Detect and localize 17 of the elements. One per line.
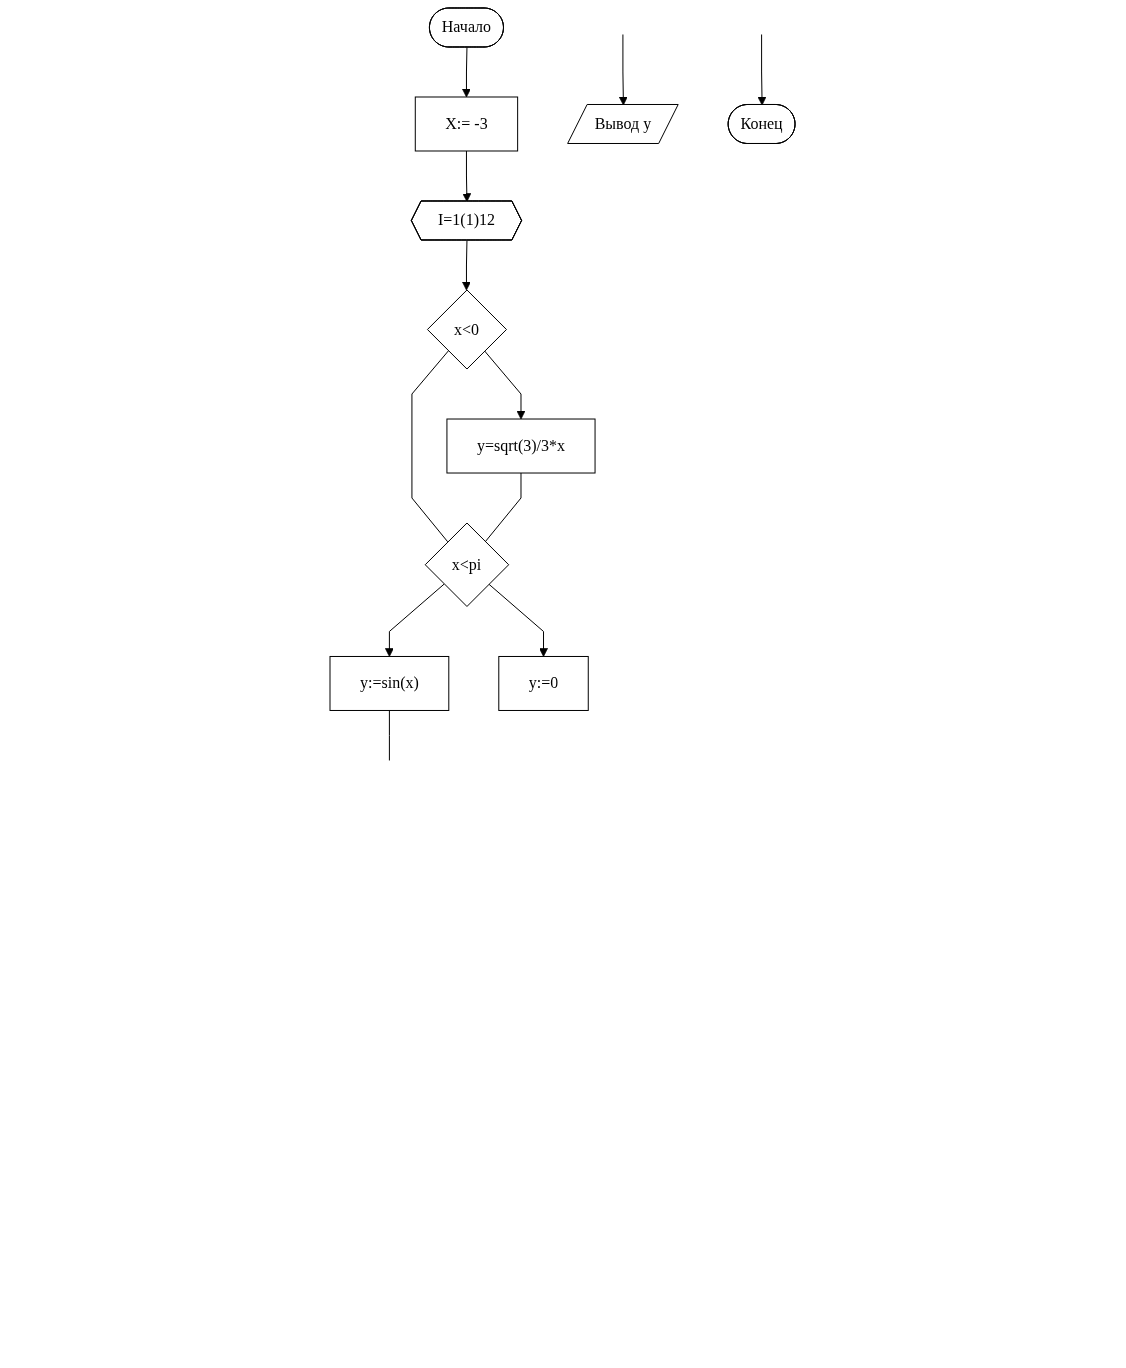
arrow (462, 47, 472, 98)
arrow (484, 350, 526, 420)
node-box: X:= -3 (415, 96, 519, 152)
connector (411, 350, 450, 543)
node-box: y:=0 (498, 655, 590, 711)
connector (389, 709, 391, 761)
arrow (462, 150, 472, 202)
arrow (758, 34, 767, 106)
node-diamond: x<pi (425, 522, 510, 607)
arrow (619, 34, 629, 106)
arrow (488, 583, 549, 657)
arrow (462, 240, 472, 291)
connector (485, 472, 522, 543)
arrow (385, 583, 446, 657)
node-box: y:=sin(x) (330, 655, 450, 711)
node-box: y=sqrt(3)/3*x (446, 418, 597, 474)
node-diamond: x<0 (427, 289, 508, 370)
